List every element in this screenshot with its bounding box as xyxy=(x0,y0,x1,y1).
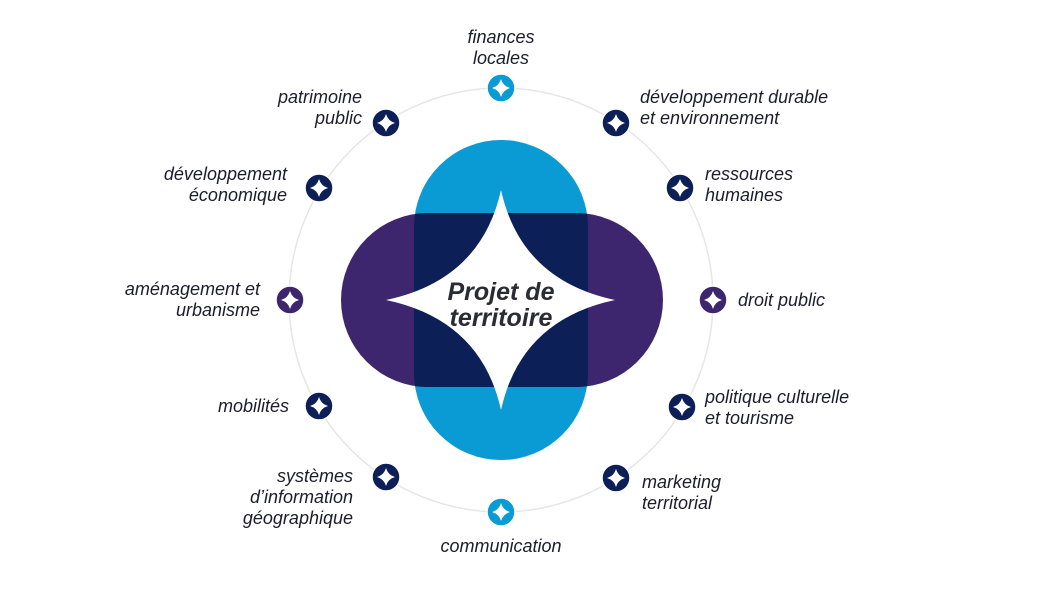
center-star-shape xyxy=(386,190,615,410)
topic-item-droit-public: droit public xyxy=(698,285,825,315)
topic-label-line: locales xyxy=(473,48,529,68)
topic-label-line: géographique xyxy=(243,508,353,528)
topic-label-line: patrimoine xyxy=(277,87,362,107)
topic-label-line: humaines xyxy=(705,185,783,205)
star-icon xyxy=(310,397,328,415)
topic-label-line: développement durable xyxy=(640,87,828,107)
topic-item-communication: communication xyxy=(440,497,562,556)
topic-item-mobilites: mobilités xyxy=(218,391,334,421)
topic-label-line: public xyxy=(314,108,362,128)
star-icon xyxy=(704,291,722,309)
topic-label-mobilites: mobilités xyxy=(218,396,289,416)
topic-label-line: aménagement et xyxy=(125,279,261,299)
star-icon xyxy=(310,179,328,197)
central-flower xyxy=(341,140,663,460)
topic-label-line: d’information xyxy=(250,487,353,507)
star-icon xyxy=(607,114,625,132)
center-title-line1: Projet de xyxy=(448,278,555,306)
topic-label-line: territorial xyxy=(642,493,713,513)
star-icon xyxy=(673,398,691,416)
topic-label-line: ressources xyxy=(705,164,793,184)
topic-label-line: et tourisme xyxy=(705,408,794,428)
star-icon xyxy=(607,469,625,487)
topic-label-line: urbanisme xyxy=(176,300,260,320)
star-icon xyxy=(377,114,395,132)
topic-label-line: et environnement xyxy=(640,108,780,128)
topic-label-line: économique xyxy=(189,185,287,205)
star-icon xyxy=(671,179,689,197)
star-icon xyxy=(492,79,510,97)
topic-label-line: développement xyxy=(164,164,288,184)
topic-label-line: finances xyxy=(467,27,534,47)
star-icon xyxy=(377,468,395,486)
topic-label-line: communication xyxy=(440,536,561,556)
star-icon xyxy=(492,503,510,521)
topic-label-line: mobilités xyxy=(218,396,289,416)
topic-label-droit-public: droit public xyxy=(738,290,825,310)
topic-label-line: droit public xyxy=(738,290,825,310)
topic-label-line: marketing xyxy=(642,472,721,492)
center-title-line2: territoire xyxy=(450,304,553,332)
topic-label-communication: communication xyxy=(440,536,561,556)
topic-label-line: systèmes xyxy=(277,466,353,486)
topic-label-line: politique culturelle xyxy=(704,387,849,407)
star-icon xyxy=(281,291,299,309)
